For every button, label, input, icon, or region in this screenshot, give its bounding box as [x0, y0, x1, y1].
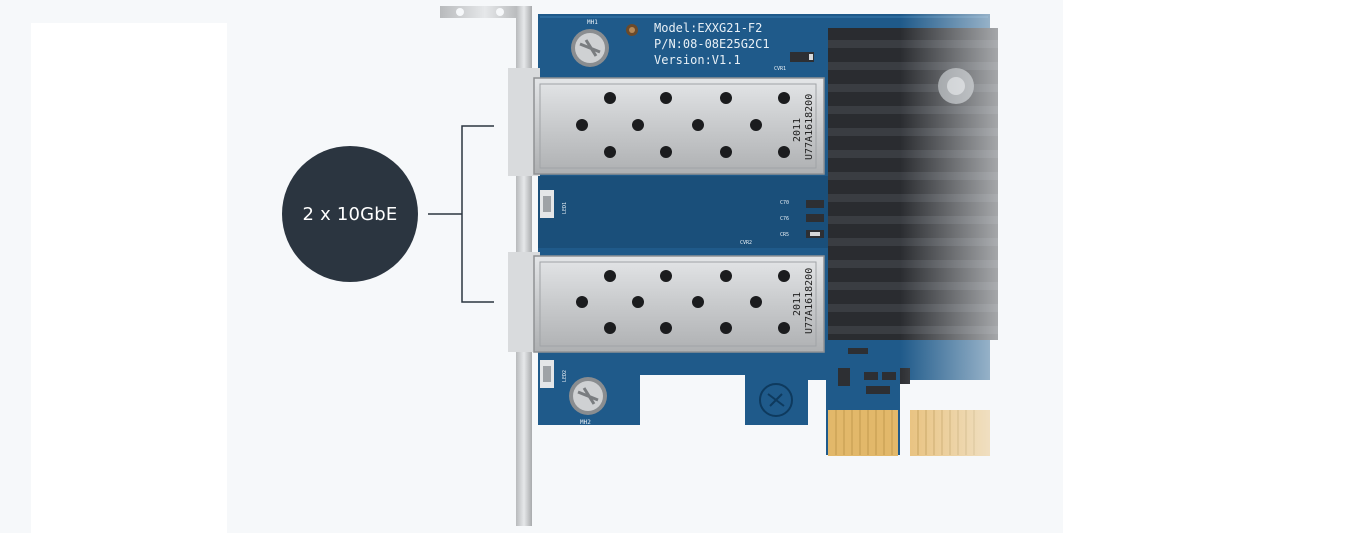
silk-cvr1: CVR1: [774, 66, 786, 72]
port-count-label: 2 x 10GbE: [302, 203, 398, 225]
card-version-text: Version:V1.1: [654, 53, 741, 67]
port-1-serial-b: U77A1618200: [804, 94, 815, 160]
sfp-port-1: 2011 U77A1618200: [508, 68, 825, 176]
port-2-serial-a: 2011: [792, 292, 803, 316]
mount-screw-top: [571, 29, 609, 67]
silk-led1: LED1: [562, 202, 568, 214]
port-count-badge: 2 x 10GbE: [282, 146, 418, 282]
card-part-number-text: P/N:08-08E25G2C1: [654, 37, 770, 51]
silk-c76: C76: [780, 216, 789, 222]
port-1-serial-a: 2011: [792, 118, 803, 142]
port-2-serial-b: U77A1618200: [804, 268, 815, 334]
pcb-logo-mark: [759, 383, 793, 417]
callout-bracket: [428, 125, 494, 303]
silk-cr5: CR5: [780, 232, 789, 238]
sfp-port-2: 2011 U77A1618200: [508, 252, 825, 353]
card-model-text: Model:EXXG21-F2: [654, 21, 762, 35]
led-1: [540, 190, 554, 218]
left-white-strip: [31, 23, 227, 533]
network-card-photo: Model:EXXG21-F2 P/N:08-08E25G2C1 Version…: [440, 0, 1063, 533]
mount-screw-bottom: [569, 377, 607, 415]
silk-cvr2: CVR2: [740, 240, 752, 246]
silk-led2: LED2: [562, 370, 568, 382]
silk-mh2: MH2: [580, 419, 591, 426]
silk-c70: C70: [780, 200, 789, 206]
silk-mh1: MH1: [587, 19, 598, 26]
led-2: [540, 360, 554, 388]
